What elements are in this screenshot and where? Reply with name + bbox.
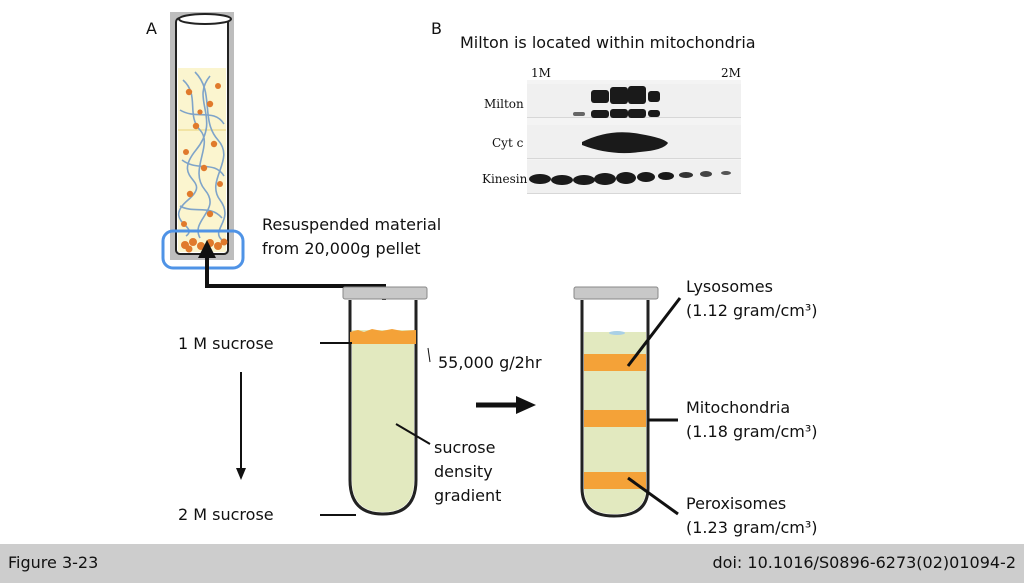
blot-band xyxy=(573,175,595,185)
tube-cap xyxy=(342,286,428,300)
gradient-direction-arrow xyxy=(236,372,246,480)
tube-a xyxy=(161,12,245,270)
blot-band xyxy=(573,112,585,116)
organelle-density: (1.23 gram/cm³) xyxy=(686,518,818,537)
organelle-density: (1.12 gram/cm³) xyxy=(686,301,818,320)
top-sucrose-label: 1 M sucrose xyxy=(178,334,274,353)
blot-band xyxy=(628,109,646,118)
organelle-density: (1.18 gram/cm³) xyxy=(686,422,818,441)
gradient-tube xyxy=(320,286,431,516)
figure-number: Figure 3-23 xyxy=(8,553,99,572)
blot-title: Milton is located within mitochondria xyxy=(460,33,756,52)
blot-band xyxy=(591,110,609,118)
blot-row-label: Milton xyxy=(484,97,524,111)
blot-axis-left: 1M xyxy=(531,66,551,80)
footer-bar: Figure 3-23 doi: 10.1016/S0896-6273(02)0… xyxy=(0,544,1024,583)
resuspended-label: Resuspended material from 20,000g pellet xyxy=(262,215,442,258)
centrifuge-arrow xyxy=(476,396,536,414)
blot-band xyxy=(648,91,660,102)
blot-band xyxy=(610,109,628,118)
blot-band xyxy=(594,173,616,185)
centrifuge-label: 55,000 g/2hr xyxy=(438,353,542,372)
mitochondria-band xyxy=(584,410,646,427)
tube-a-suspension xyxy=(178,68,226,252)
panel-a-label: A xyxy=(146,19,157,38)
blot-band xyxy=(658,172,674,180)
blot-band xyxy=(679,172,693,178)
lysosome-band xyxy=(584,354,646,371)
blot-band xyxy=(529,174,551,184)
panel-b-label: B xyxy=(431,19,442,38)
organelle-dots xyxy=(181,83,223,227)
blot-band xyxy=(582,132,668,154)
doi-link[interactable]: doi: 10.1016/S0896-6273(02)01094-2 xyxy=(712,553,1016,572)
blot-band xyxy=(628,86,646,104)
result-tube xyxy=(573,286,682,518)
organelle-name: Lysosomes xyxy=(686,277,773,296)
organelle-name: Peroxisomes xyxy=(686,494,787,513)
peroxisome-band xyxy=(584,472,646,489)
blot-band xyxy=(721,171,731,175)
pellet-highlight-box xyxy=(161,229,245,270)
gradient-label: sucrose density gradient xyxy=(434,438,502,505)
blot-band xyxy=(637,172,655,182)
blot-row-label: Kinesin xyxy=(482,172,528,186)
blot-row-label: Cyt c xyxy=(492,136,524,150)
blot-band xyxy=(610,87,628,104)
organelle-name: Mitochondria xyxy=(686,398,791,417)
blot-band xyxy=(591,90,609,103)
gradient-fill xyxy=(352,330,414,512)
blot-band xyxy=(648,110,660,117)
blot-band xyxy=(551,175,573,185)
bottom-sucrose-label: 2 M sucrose xyxy=(178,505,274,524)
blot-axis-right: 2M xyxy=(721,66,741,80)
blot-band xyxy=(616,172,636,184)
blot-band xyxy=(700,171,712,177)
tube-a-rim xyxy=(178,13,232,25)
top-band xyxy=(350,329,416,344)
